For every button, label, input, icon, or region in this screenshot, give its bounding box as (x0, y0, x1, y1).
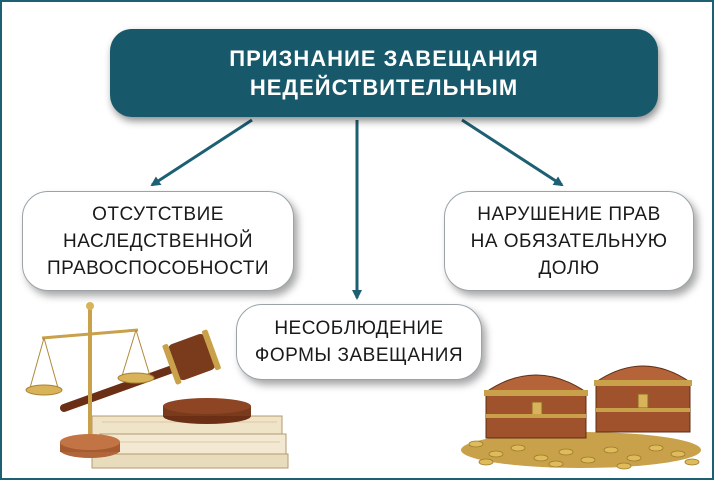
arrow-to-right-node (461, 118, 564, 187)
node-line: ПРАВОСПОСОБНОСТИ (46, 257, 270, 279)
node-line: ДОЛЮ (538, 257, 600, 279)
node-line: НА ОБЯЗАТЕЛЬНУЮ (470, 230, 668, 252)
diagram-title: ПРИЗНАНИЕ ЗАВЕЩАНИЯ НЕДЕЙСТВИТЕЛЬНЫМ (110, 29, 658, 117)
arrow-to-left-node (150, 118, 253, 187)
title-line-2: НЕДЕЙСТВИТЕЛЬНЫМ (249, 75, 519, 100)
node-no-inheritance-capacity: ОТСУТСТВИЕ НАСЛЕДСТВЕННОЙ ПРАВОСПОСОБНОС… (22, 191, 294, 291)
node-line: НЕСОБЛЮДЕНИЕ (274, 318, 444, 339)
node-line: ФОРМЫ ЗАВЕЩАНИЯ (254, 345, 464, 366)
gavel-scales-book-icon (25, 302, 289, 469)
title-line-1: ПРИЗНАНИЕ ЗАВЕЩАНИЯ (229, 46, 539, 71)
node-form-noncompliance: НЕСОБЛЮДЕНИЕ ФОРМЫ ЗАВЕЩАНИЯ (236, 304, 482, 380)
node-line: НАРУШЕНИЕ ПРАВ (477, 203, 661, 225)
node-mandatory-share-violation: НАРУШЕНИЕ ПРАВ НА ОБЯЗАТЕЛЬНУЮ ДОЛЮ (444, 191, 694, 291)
node-line: ОТСУТСТВИЕ (92, 203, 224, 225)
treasure-chests-coins-icon (461, 365, 701, 470)
node-line: НАСЛЕДСТВЕННОЙ (63, 230, 253, 252)
